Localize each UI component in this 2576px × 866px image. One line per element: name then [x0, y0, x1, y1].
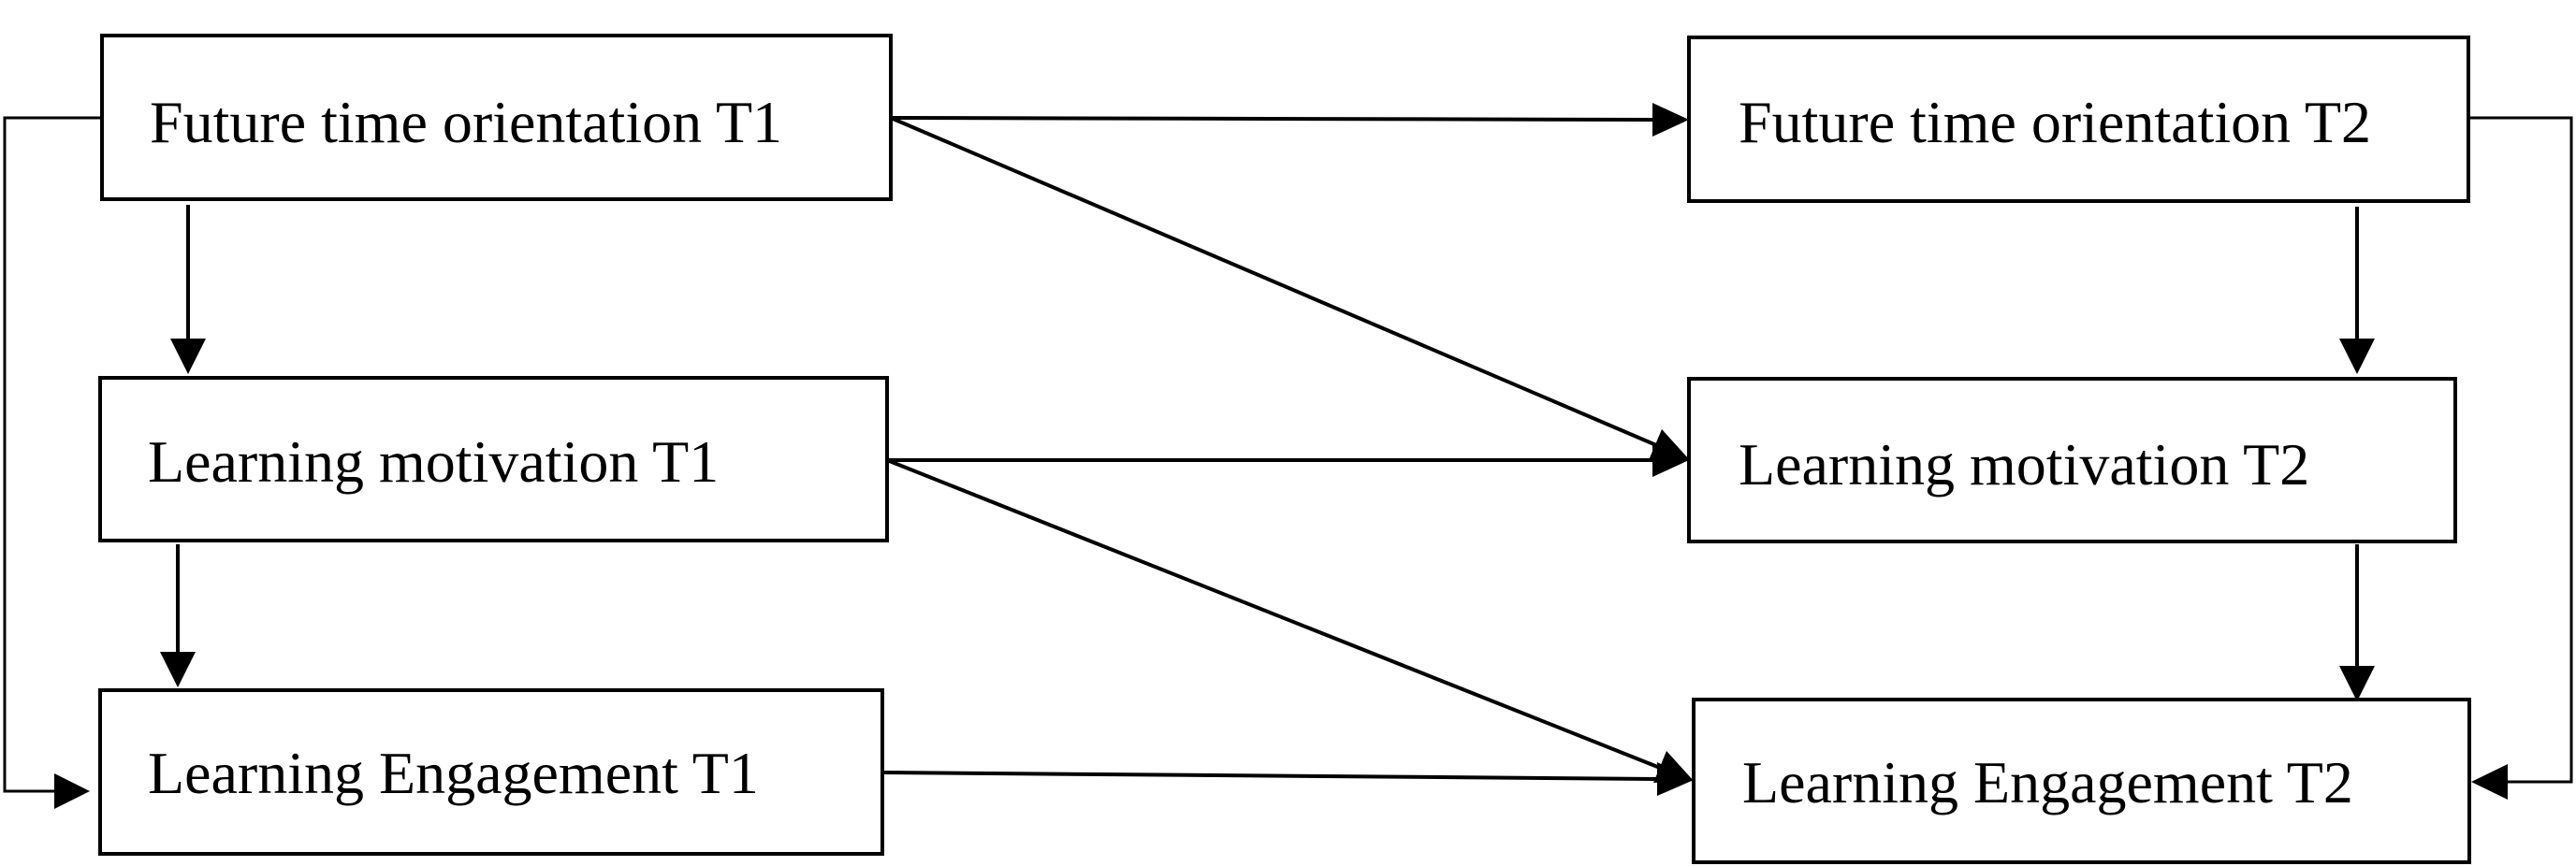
node-label-learning-engagement-t2: Learning Engagement T2 [1742, 749, 2353, 815]
arrow-lm-t1-to-lm-t2 [887, 443, 1689, 477]
arrow-fto-t2-to-le-t2 [2468, 116, 2573, 800]
arrow-fto-t1-to-lm-t2 [890, 116, 1689, 460]
arrow-fto-t1-to-le-t1 [3, 116, 102, 809]
node-label-learning-engagement-t1: Learning Engagement T1 [148, 740, 759, 806]
node-learning-engagement-t1: Learning Engagement T1 [98, 688, 884, 856]
arrow-le-t1-to-le-t2 [881, 762, 1694, 796]
arrow-lm-t2-to-le-t2 [2339, 544, 2375, 701]
node-label-future-time-orientation-t1: Future time orientation T1 [150, 89, 782, 155]
node-learning-motivation-t1: Learning motivation T1 [98, 376, 889, 542]
arrow-fto-t1-to-fto-t2 [890, 103, 1689, 137]
node-learning-engagement-t2: Learning Engagement T2 [1692, 698, 2471, 864]
node-learning-motivation-t2: Learning motivation T2 [1687, 377, 2457, 543]
arrow-fto-t1-to-lm-t1 [170, 205, 206, 374]
node-label-learning-motivation-t1: Learning motivation T1 [148, 428, 719, 495]
node-label-learning-motivation-t2: Learning motivation T2 [1739, 431, 2309, 498]
node-future-time-orientation-t1: Future time orientation T1 [100, 34, 893, 201]
arrow-lm-t1-to-le-t2 [886, 458, 1694, 783]
node-future-time-orientation-t2: Future time orientation T2 [1687, 36, 2470, 203]
arrow-lm-t1-to-le-t1 [160, 544, 196, 687]
arrow-fto-t2-to-lm-t2 [2339, 207, 2375, 374]
node-label-future-time-orientation-t2: Future time orientation T2 [1739, 89, 2371, 155]
